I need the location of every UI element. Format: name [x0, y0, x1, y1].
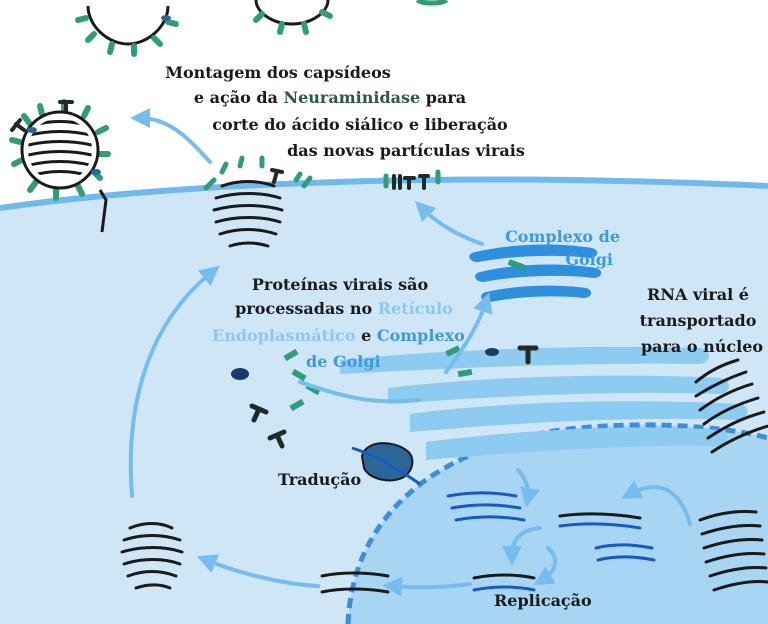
ribosome [351, 442, 421, 486]
translation-label: Tradução [278, 470, 362, 489]
processing-label-and: e [355, 326, 377, 345]
endoplasmic-reticulum [340, 346, 748, 460]
released-virion [9, 99, 111, 233]
ribonucleoprotein-cluster [120, 522, 184, 590]
rna-label-line2: transportado [639, 311, 757, 330]
cell-membrane [0, 176, 768, 211]
golgi-label-line2: Golgi [565, 250, 613, 269]
replication-label: Replicação [494, 591, 592, 610]
processing-label-line3: Endoplasmático e Complexo [212, 324, 492, 347]
neuraminidase-label: Neuraminidase [283, 88, 421, 107]
flow-arrows [128, 108, 692, 597]
partial-virions-top [75, 0, 449, 57]
rna-label-line3: para o núcleo [640, 337, 764, 356]
endoplasmatico-label: Endoplasmático [212, 326, 356, 345]
er-membrane-proteins [485, 345, 539, 365]
assembly-label-line1: Montagem dos capsídeos [165, 63, 391, 82]
golgi-green-protein [508, 259, 526, 271]
rna-label-line1: RNA viral é [647, 285, 749, 304]
budding-virion [203, 155, 313, 248]
processing-label-line2: processadas no Retículo [214, 297, 474, 320]
processing-label-line1: Proteínas virais são [251, 275, 429, 294]
surface-proteins [383, 169, 441, 190]
processing-label-line2a: processadas no [235, 299, 378, 318]
assembly-label-line3: corte do ácido siálico e liberação [212, 115, 508, 134]
complexo-label: Complexo [376, 326, 465, 345]
golgi-label-line1: Complexo de [505, 227, 620, 246]
viral-rna [320, 358, 768, 594]
assembly-label-line2c: para [420, 88, 467, 107]
assembly-label-line4: das novas partículas virais [287, 141, 525, 160]
de-golgi-label: de Golgi [306, 352, 381, 371]
assembly-label-line2: e ação da Neuraminidase para [120, 86, 540, 109]
reticulo-label: Retículo [377, 299, 453, 318]
assembly-label-line2a: e ação da [193, 88, 284, 107]
golgi-apparatus [469, 244, 602, 302]
